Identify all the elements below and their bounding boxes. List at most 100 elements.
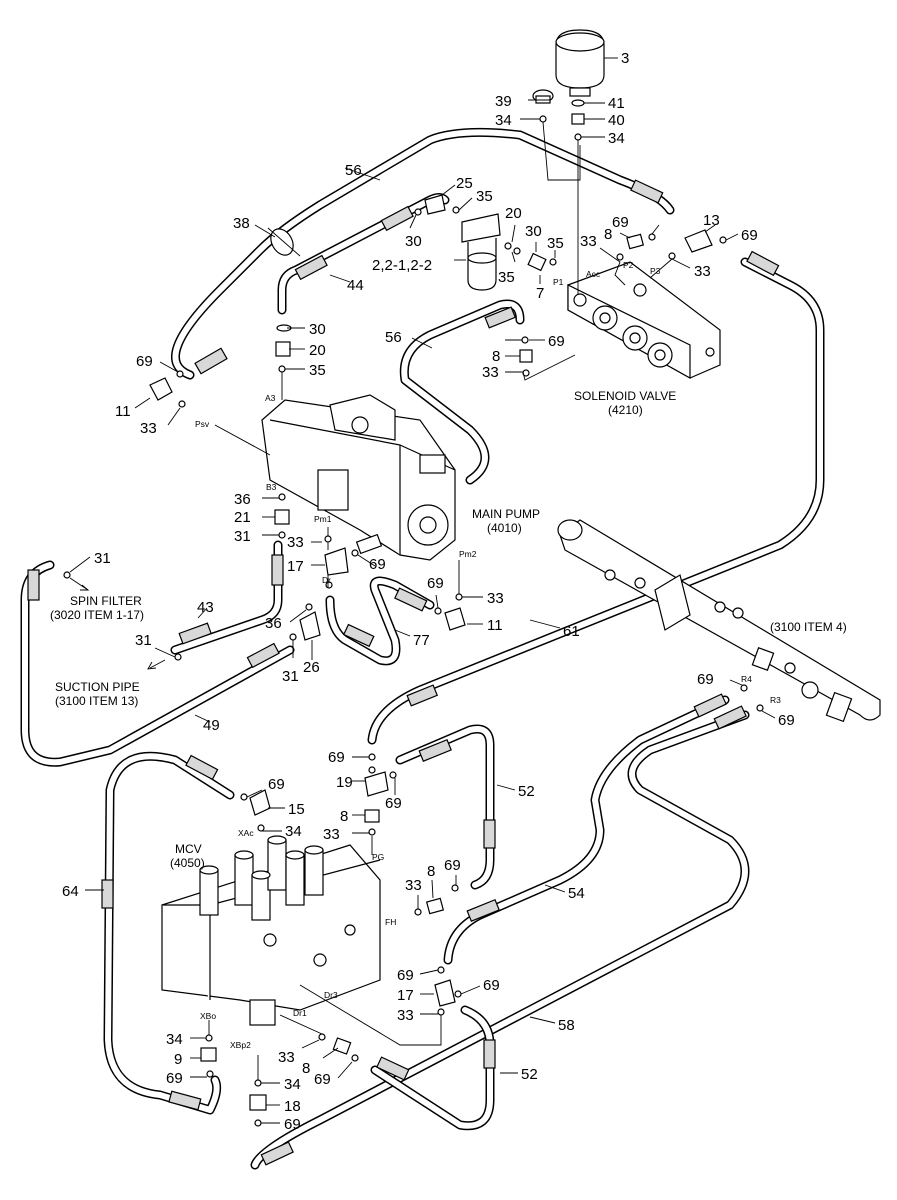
callout-7: 7 [536,285,544,302]
callout-31: 31 [135,632,152,649]
callout-40: 40 [608,112,625,129]
callout-69: 69 [697,671,714,688]
mcv-number: (4050) [170,856,205,870]
port-p1: P1 [553,277,564,287]
callout-26: 26 [303,659,320,676]
port-dr: Dr [322,575,331,585]
callout-17: 17 [287,558,304,575]
callout-69: 69 [166,1070,183,1087]
callout-69: 69 [612,214,629,231]
callout-36: 36 [234,491,251,508]
callout-33: 33 [287,534,304,551]
callout-49: 49 [203,717,220,734]
callout-54: 54 [568,885,585,902]
callout-39: 39 [495,93,512,110]
callout-64: 64 [62,883,79,900]
callout-19: 19 [336,774,353,791]
line-filter-icon [461,213,501,291]
callout-33: 33 [323,826,340,843]
callout-69: 69 [483,977,500,994]
callout-69: 69 [369,556,386,573]
callout-77: 77 [413,632,430,649]
port-dr1: Dr1 [293,1008,307,1018]
callout-15: 15 [288,801,305,818]
callout-8: 8 [302,1060,310,1077]
leader-lines [69,57,776,1124]
port-p3: P3 [650,266,661,276]
callout-9: 9 [174,1051,182,1068]
callout-69: 69 [385,795,402,812]
port-pg: PG [372,852,384,862]
port-acc: Acc [586,269,601,279]
callout-69: 69 [314,1071,331,1088]
callout-numbers: 3 39 41 34 40 34 56 25 35 38 30 20 30 35… [62,50,795,1133]
callout-34: 34 [166,1031,183,1048]
port-p2: P2 [623,260,634,270]
callout-33: 33 [397,1007,414,1024]
port-xbp2: XBp2 [230,1040,251,1050]
callout-30: 30 [525,223,542,240]
suction-pipe-label: SUCTION PIPE [55,680,140,694]
callout-34: 34 [495,112,512,129]
callout-8: 8 [492,348,500,365]
callout-8: 8 [340,808,348,825]
port-a3: A3 [265,393,276,403]
callout-52: 52 [518,783,535,800]
callout-69: 69 [136,353,153,370]
callout-30: 30 [309,321,326,338]
suction-pipe-ref: (3100 ITEM 13) [55,694,138,708]
callout-69: 69 [284,1116,301,1133]
callout-11: 11 [115,403,131,420]
callout-69: 69 [548,333,565,350]
callout-31: 31 [234,528,251,545]
callout-3: 3 [621,50,629,67]
manifold-pipe [557,519,881,723]
component-labels: 2,2-1,2-2 SOLENOID VALVE (4210) MAIN PUM… [50,257,847,870]
hose-fittings [27,179,780,1166]
port-pm2: Pm2 [459,549,477,559]
port-dr3: Dr3 [324,990,338,1000]
port-r3: R3 [770,695,781,705]
solenoid-valve-number: (4210) [608,403,643,417]
port-xbo: XBo [200,1011,216,1021]
callout-56: 56 [385,329,402,346]
callout-20: 20 [309,342,326,359]
callout-18: 18 [284,1098,301,1115]
callout-35: 35 [309,362,326,379]
callout-35: 35 [476,188,493,205]
spin-filter-label: SPIN FILTER [70,594,142,608]
main-pump-label: MAIN PUMP [472,507,540,521]
callout-13: 13 [703,212,720,229]
callout-33: 33 [694,263,711,280]
callout-33: 33 [278,1049,295,1066]
callout-33: 33 [405,877,422,894]
manifold-ref: (3100 ITEM 4) [770,620,847,634]
callout-36: 36 [265,615,282,632]
callout-69: 69 [397,967,414,984]
port-pm1: Pm1 [314,514,332,524]
callout-8: 8 [604,226,612,243]
plug-39-icon [532,89,554,104]
callout-8: 8 [427,863,435,880]
callout-69: 69 [444,857,461,874]
callout-44: 44 [347,277,364,294]
callout-33: 33 [482,364,499,381]
clamp-icon [267,227,301,257]
callout-20: 20 [505,205,522,222]
port-labels: P1 P2 P3 Acc A3 Psv B3 Pm1 Dr Pm2 R4 R3 … [195,260,781,1050]
callout-11: 11 [487,617,503,634]
callout-25: 25 [456,175,473,192]
callout-34: 34 [284,1076,301,1093]
callout-33: 33 [487,590,504,607]
callout-38: 38 [233,215,250,232]
callout-61: 61 [563,623,580,640]
callout-69: 69 [741,227,758,244]
callout-21: 21 [234,509,251,526]
main-pump-body [261,394,456,561]
callout-58: 58 [558,1017,575,1034]
callout-31: 31 [94,550,111,567]
callout-43: 43 [197,599,214,616]
mcv-valve-block [161,835,381,1026]
